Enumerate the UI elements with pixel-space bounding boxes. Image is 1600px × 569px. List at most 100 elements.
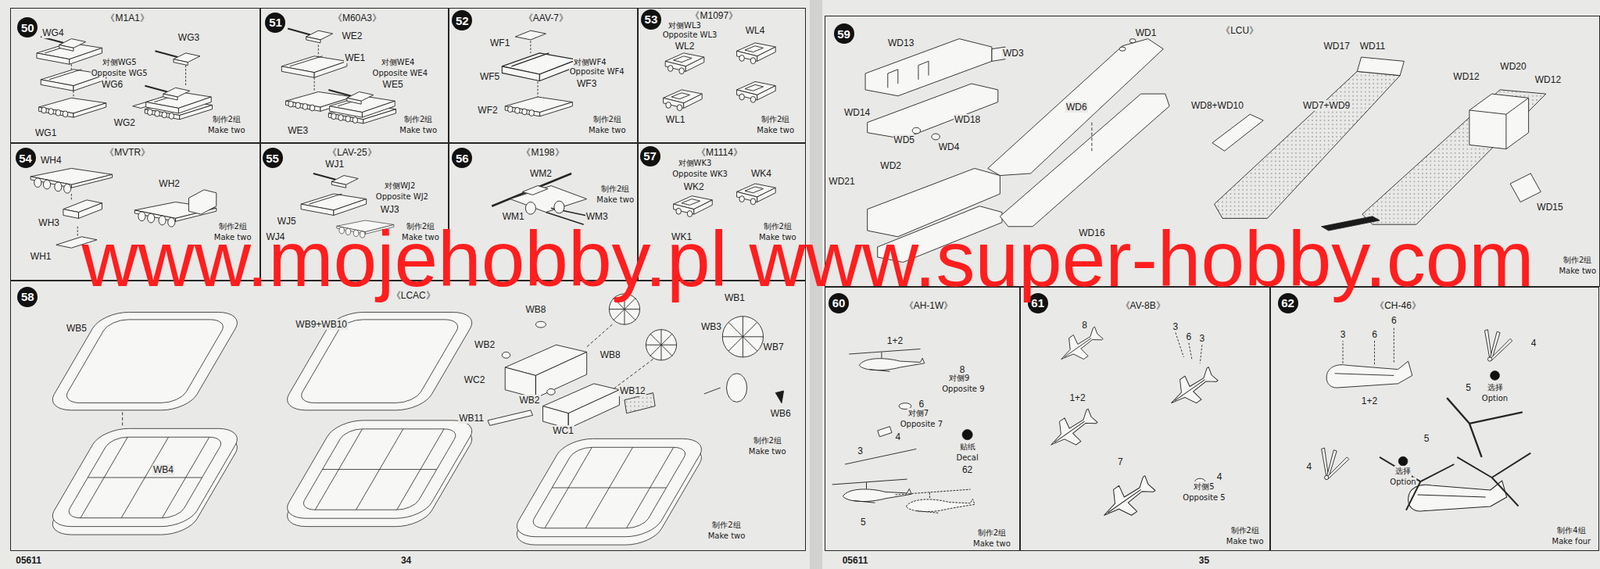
hovercraft-drawing [279, 420, 480, 527]
step-title: 《AAV-7》 [522, 13, 570, 24]
step-number-text: 59 [837, 28, 851, 40]
note-text: Make two [398, 125, 438, 134]
step-panel: 《CH-46》62 [1270, 286, 1599, 552]
note-text: 选择 [1394, 465, 1412, 477]
hovercraft-drawing [645, 329, 677, 361]
hovercraft-drawing [44, 428, 245, 535]
note-text: 对侧9 [948, 372, 971, 384]
step-title: 《CH-46》 [1374, 300, 1422, 312]
part-label: 1+2 [1068, 392, 1086, 404]
page-number: 34 [400, 554, 412, 566]
step-number: 50 [17, 17, 38, 38]
part-label: WJ3 [379, 204, 401, 215]
part-label: WH4 [39, 154, 63, 166]
helicopter-drawing [1321, 326, 1532, 512]
vehicle-drawing [737, 81, 777, 103]
note-text: 制作2组 [1230, 525, 1260, 537]
amphibian-drawing [501, 30, 577, 117]
note-text: 制作2组 [711, 519, 741, 531]
tank-drawing [287, 28, 333, 43]
helicopter-drawing [1342, 326, 1394, 365]
part-label: 3 [1199, 332, 1207, 344]
landing-craft-drawing [887, 60, 929, 88]
step-title: 《AV-8B》 [1120, 300, 1167, 312]
step-number-text: 50 [21, 21, 35, 34]
note-text: Decal [955, 452, 979, 462]
landing-craft-drawing [999, 93, 1170, 227]
vehicle-drawing [737, 183, 777, 205]
hovercraft-drawing [547, 388, 555, 395]
part-label: WG3 [177, 32, 201, 43]
part-label: WD18 [953, 114, 981, 126]
landing-craft-drawing [1129, 39, 1136, 43]
part-label: WB6 [769, 408, 792, 419]
part-label: WD12 [1452, 71, 1480, 83]
part-label: 1+2 [1360, 395, 1379, 407]
amphibian-drawing [501, 53, 577, 82]
part-label: WB11 [458, 412, 485, 424]
note-text: Opposite WE4 [372, 68, 430, 77]
step-number-text: 60 [832, 297, 846, 309]
part-label: 3 [856, 445, 864, 457]
vehicle-drawing [313, 173, 358, 188]
part-label: 6 [1185, 331, 1193, 343]
note-text: 制作2组 [1562, 254, 1593, 266]
step-title: 《MVTR》 [103, 147, 151, 158]
part-label: WD1 [1134, 27, 1158, 39]
landing-craft-drawing [1214, 71, 1401, 219]
note-text: Make two [972, 538, 1012, 548]
step-number-text: 58 [21, 290, 35, 303]
hovercraft-drawing [44, 293, 784, 545]
part-label: WB4 [152, 464, 175, 476]
part-label: WB5 [65, 322, 88, 334]
note-text: 制作2组 [600, 183, 630, 195]
hovercraft-drawing [775, 390, 784, 404]
hovercraft-drawing [535, 321, 546, 328]
hovercraft-drawing [645, 329, 677, 361]
helicopter-drawing [1490, 371, 1500, 381]
step-number: 59 [834, 23, 855, 44]
step-number-text: 61 [1030, 297, 1045, 309]
part-label: WD5 [892, 134, 916, 146]
landing-craft-drawing [1212, 114, 1264, 151]
part-label: WF2 [476, 104, 498, 116]
part-label: 6 [1370, 329, 1379, 341]
step-panel: 《LCAC》58 [10, 280, 806, 552]
truck-drawing [30, 168, 112, 194]
helicopter-drawing [895, 489, 975, 513]
part-label: WB8 [599, 349, 622, 361]
page-number: 35 [1198, 554, 1210, 566]
step-number-text: 57 [643, 150, 657, 162]
part-label: WD6 [1065, 101, 1089, 113]
hovercraft-drawing [704, 387, 721, 394]
landing-craft-drawing [867, 83, 999, 139]
truck-drawing [71, 193, 78, 237]
note-text: 对侧7 [907, 408, 930, 419]
note-text: 对侧WL3 [667, 20, 702, 32]
step-panel: 《AV-8B》 61 [1020, 286, 1271, 552]
hovercraft-drawing [722, 316, 763, 358]
jet-drawing [1053, 322, 1107, 370]
step-title: 《M1114》 [695, 147, 744, 158]
helicopter-drawing [1379, 453, 1531, 511]
part-label: WF3 [576, 78, 598, 90]
note-text: 制作2组 [752, 435, 783, 447]
note-text: Make two [755, 125, 795, 134]
part-label: WB9+WB10 [294, 318, 348, 330]
part-label: 8 [1080, 319, 1089, 331]
part-label: WL4 [744, 25, 766, 36]
note-text: Opposite WL3 [662, 30, 719, 40]
tank-drawing [71, 64, 74, 98]
helicopter-drawing [832, 348, 975, 513]
landing-craft-drawing [1469, 97, 1529, 149]
jet-drawing [1095, 470, 1160, 529]
part-label: WD15 [1535, 201, 1564, 213]
howitzer-drawing [522, 186, 548, 196]
truck-drawing [189, 189, 217, 215]
part-label: WF5 [479, 71, 501, 83]
landing-craft-drawing [1091, 122, 1092, 154]
hovercraft-drawing [608, 293, 640, 325]
amphibian-drawing [504, 96, 573, 117]
howitzer-drawing [491, 173, 590, 225]
